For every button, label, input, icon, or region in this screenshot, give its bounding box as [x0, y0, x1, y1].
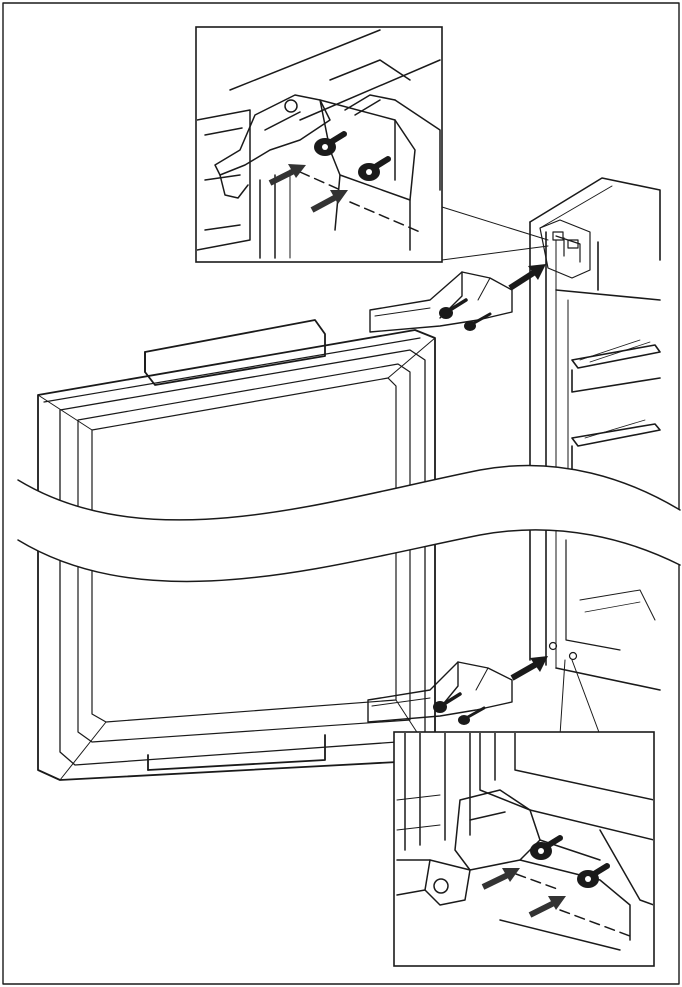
- fridge-cabinet: [529, 177, 661, 691]
- hinge-screw-bottom-1: [433, 692, 462, 713]
- detail-arrow-top-2: [310, 190, 348, 213]
- detail-arrow-bottom-2: [528, 896, 566, 918]
- bottom-hinge-detail: [393, 731, 655, 967]
- door-hinge-bottom: [367, 661, 513, 723]
- arrow-bottom-hinge: [510, 656, 548, 681]
- door-hinge-top: [369, 271, 513, 333]
- leader-lines: [441, 206, 601, 736]
- detail-screw-top-2: [358, 156, 391, 181]
- detail-screw-bottom-1: [530, 835, 563, 860]
- cabinet-hinge-mount-top: [539, 219, 591, 279]
- detail-screw-top-1: [314, 131, 347, 156]
- arrow-top-hinge: [508, 264, 546, 291]
- top-hinge-detail: [195, 26, 443, 263]
- hinge-screw-bottom-2: [458, 706, 486, 725]
- cabinet-mount-holes-bottom: [548, 641, 578, 661]
- wavy-break: [17, 464, 681, 583]
- detail-arrow-top-1: [268, 164, 306, 186]
- hinge-screw-top-1: [439, 298, 468, 319]
- detail-screw-bottom-2: [577, 863, 610, 888]
- detail-arrow-bottom-1: [481, 868, 520, 890]
- hinge-screw-top-2: [464, 312, 492, 331]
